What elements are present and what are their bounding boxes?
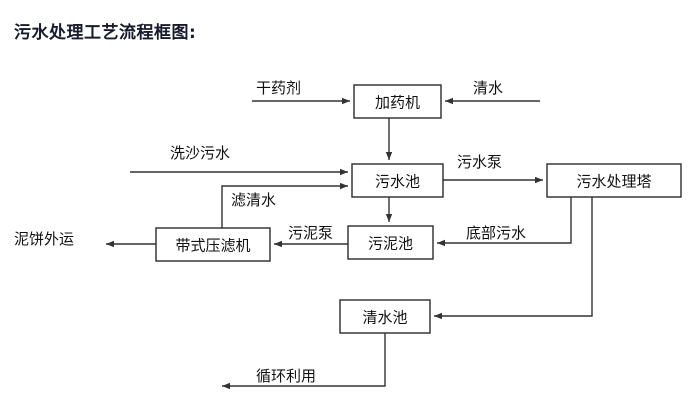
- edge-tower-to-clear: [434, 197, 593, 320]
- node-belt-filter-press[interactable]: 带式压滤机: [155, 227, 271, 262]
- edge-label-filtrate: 滤清水: [231, 191, 276, 209]
- node-clear-water-pool[interactable]: 清水池: [339, 299, 431, 334]
- page-title: 污水处理工艺流程框图:: [14, 23, 197, 43]
- node-sludge-pool[interactable]: 污泥池: [347, 225, 434, 260]
- node-belt-filter-press-label: 带式压滤机: [175, 237, 250, 255]
- node-dosing-machine-label: 加药机: [375, 94, 420, 112]
- edge-label-recycle: 循环利用: [256, 367, 316, 385]
- edge-bottom-sewage: [437, 197, 572, 247]
- edge-label-clean-water-in: 清水: [473, 79, 503, 97]
- edge-label-bottom-sewage: 底部污水: [466, 224, 526, 242]
- edge-recycle: [222, 333, 386, 390]
- node-sludge-pool-label: 污泥池: [368, 235, 413, 253]
- edge-label-sewage-pump: 污水泵: [457, 153, 502, 171]
- edge-label-mud-cake-out: 泥饼外运: [14, 230, 74, 248]
- node-sewage-pool-label: 污水池: [375, 173, 420, 191]
- node-treatment-tower[interactable]: 污水处理塔: [546, 163, 682, 198]
- edge-label-dry-agent: 干药剂: [256, 79, 301, 97]
- edge-label-sludge-pump: 污泥泵: [288, 224, 333, 242]
- node-sewage-pool[interactable]: 污水池: [351, 163, 444, 198]
- node-clear-water-pool-label: 清水池: [362, 309, 407, 327]
- node-treatment-tower-label: 污水处理塔: [576, 173, 651, 191]
- edge-label-sand-wash-sewage: 洗沙污水: [170, 144, 230, 162]
- node-dosing-machine[interactable]: 加药机: [353, 84, 442, 119]
- edge-filtrate: [221, 182, 348, 228]
